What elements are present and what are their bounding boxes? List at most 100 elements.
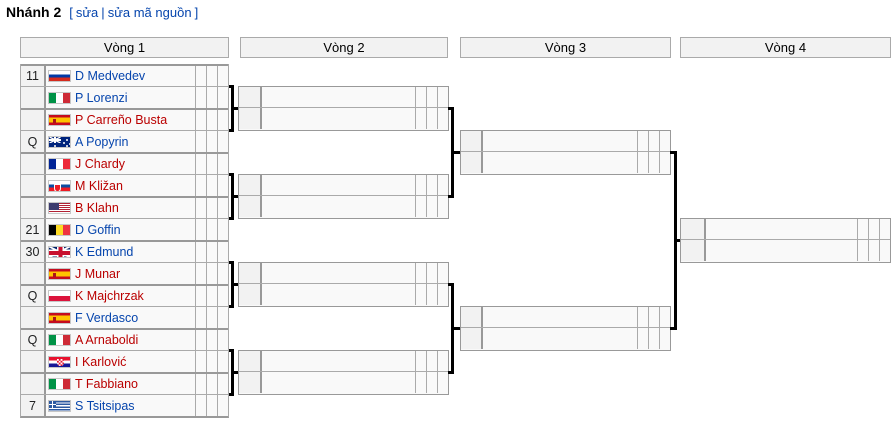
score-cell (637, 328, 648, 349)
player-row: M Kližan (21, 175, 228, 196)
slot-row (239, 175, 448, 196)
slot-name-cell (262, 108, 415, 129)
score-cell (195, 198, 206, 218)
score-cell (415, 263, 426, 283)
score-cell (868, 240, 879, 261)
slot-seed-cell (239, 175, 262, 195)
score-cell (426, 175, 437, 195)
connector-line (234, 195, 238, 198)
slot-row (461, 328, 670, 349)
slot-row (239, 108, 448, 129)
seed-label (21, 154, 46, 174)
score-cell (648, 131, 659, 151)
slot-name-cell (483, 307, 637, 327)
seed-label: 21 (21, 219, 46, 240)
bracket-close: ] (194, 5, 199, 20)
score-cell (206, 154, 217, 174)
match-slot-round3-2 (460, 306, 671, 351)
flag-icon-es (48, 114, 71, 126)
slot-row (461, 307, 670, 328)
slot-row (239, 263, 448, 284)
player-link[interactable]: K Edmund (75, 245, 134, 259)
edit-link[interactable]: sửa (75, 5, 99, 20)
slot-seed-cell (239, 284, 262, 305)
score-cell (659, 131, 670, 151)
player-cell: K Edmund (46, 242, 195, 262)
match-block-6: Q K Majchrzak F Verdasco (21, 284, 228, 328)
connector-line (451, 283, 454, 374)
score-cell (206, 198, 217, 218)
slot-row (681, 219, 890, 240)
player-link[interactable]: J Chardy (75, 157, 126, 171)
slot-row (461, 131, 670, 152)
score-cell (648, 152, 659, 173)
bracket-connector (229, 349, 238, 396)
score-cell (195, 131, 206, 152)
player-link[interactable]: I Karlović (75, 354, 127, 369)
seed-label: Q (21, 286, 46, 306)
player-row: P Carreño Busta (21, 110, 228, 131)
flag-icon-sk (48, 179, 71, 192)
slot-seed-cell (239, 87, 262, 107)
player-row: T Fabbiano (21, 374, 228, 395)
score-cell (206, 330, 217, 350)
player-link[interactable]: A Popyrin (75, 134, 129, 149)
player-cell: A Arnaboldi (46, 330, 195, 350)
score-cell (426, 372, 437, 393)
flag-icon-it (48, 378, 71, 390)
score-cell (206, 131, 217, 152)
score-cell (217, 307, 228, 328)
player-link[interactable]: A Arnaboldi (75, 333, 139, 347)
score-cell (217, 242, 228, 262)
player-link[interactable]: B Klahn (75, 201, 119, 215)
score-cell (659, 328, 670, 349)
slot-seed-cell (681, 219, 706, 239)
match-slot-round2-2 (238, 174, 449, 219)
score-cell (206, 374, 217, 394)
score-cell (195, 351, 206, 372)
slot-name-cell (706, 219, 857, 239)
score-cell (637, 152, 648, 173)
player-link[interactable]: F Verdasco (75, 310, 139, 325)
match-slot-round2-4 (238, 350, 449, 395)
player-link[interactable]: T Fabbiano (75, 377, 139, 391)
player-link[interactable]: P Lorenzi (75, 90, 128, 105)
player-link[interactable]: P Carreño Busta (75, 113, 168, 127)
score-cell (648, 307, 659, 327)
slot-row (681, 240, 890, 261)
flag-icon-us (48, 202, 71, 214)
player-link[interactable]: M Kližan (75, 178, 123, 193)
score-cell (415, 175, 426, 195)
bracket-connector (229, 85, 238, 132)
player-cell: K Majchrzak (46, 286, 195, 306)
slot-row (461, 152, 670, 173)
score-cell (195, 66, 206, 86)
score-cell (206, 395, 217, 416)
score-cell (217, 110, 228, 130)
player-cell: T Fabbiano (46, 374, 195, 394)
flag-icon-au (48, 135, 71, 148)
score-cell (415, 284, 426, 305)
slot-seed-cell (461, 328, 483, 349)
connector-line (451, 107, 454, 198)
player-link[interactable]: K Majchrzak (75, 289, 144, 303)
player-link[interactable]: J Munar (75, 266, 121, 281)
connector-line (674, 151, 677, 330)
edit-source-link[interactable]: sửa mã nguồn (107, 5, 192, 20)
score-cell (415, 351, 426, 371)
connector-line (231, 173, 234, 220)
score-cell (195, 374, 206, 394)
score-cell (415, 87, 426, 107)
player-link[interactable]: D Medvedev (75, 69, 146, 83)
player-link[interactable]: D Goffin (75, 222, 121, 237)
score-cell (868, 219, 879, 239)
match-block-3: J Chardy M Kližan (21, 152, 228, 196)
score-cell (437, 263, 448, 283)
score-cell (206, 286, 217, 306)
player-link[interactable]: S Tsitsipas (75, 398, 135, 413)
slot-seed-cell (239, 196, 262, 217)
